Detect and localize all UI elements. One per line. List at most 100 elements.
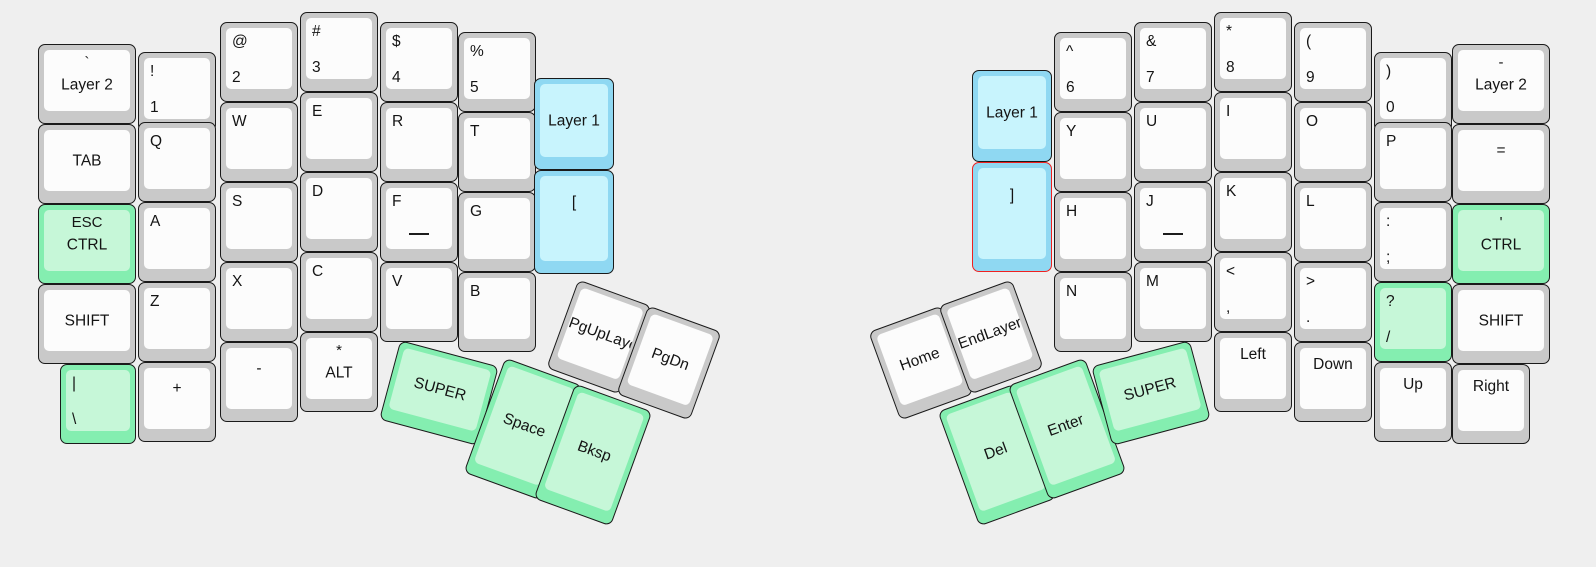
key-j[interactable]: J (1134, 182, 1212, 262)
legend-primary: W (232, 113, 247, 130)
legend-secondary: * (336, 342, 342, 359)
key-comma[interactable]: <, (1214, 252, 1292, 332)
legend-shifted: % (470, 43, 484, 60)
key-5[interactable]: %5 (458, 32, 536, 112)
legend-shifted: ? (1386, 293, 1395, 310)
key-tab[interactable]: TAB (38, 124, 136, 204)
key-v[interactable]: V (380, 262, 458, 342)
key-pipe-backslash[interactable]: |\ (60, 364, 136, 444)
key-minus-layer2[interactable]: -Layer 2 (1452, 44, 1550, 124)
key-left[interactable]: Left (1214, 332, 1292, 412)
legend-primary: ALT (325, 364, 353, 382)
key-m[interactable]: M (1134, 262, 1212, 342)
key-t[interactable]: T (458, 112, 536, 192)
key-w[interactable]: W (220, 102, 298, 182)
key-grave-layer2[interactable]: `Layer 2 (38, 44, 136, 124)
key-slash[interactable]: ?/ (1374, 282, 1452, 362)
key-l[interactable]: L (1294, 182, 1372, 262)
key-h[interactable]: H (1054, 192, 1132, 272)
key-alt[interactable]: * ALT (300, 332, 378, 412)
keycap-face: :; (1380, 208, 1446, 269)
key-g[interactable]: G (458, 192, 536, 272)
legend-secondary: ` (84, 54, 90, 71)
key-x[interactable]: X (220, 262, 298, 342)
keycap-face: <, (1220, 258, 1286, 319)
keycap-face: Layer 1 (978, 76, 1046, 149)
key-super-right[interactable]: SUPER (1091, 340, 1211, 446)
homing-bar-indicator (409, 233, 429, 235)
legend-primary: E (312, 103, 323, 120)
key-bracket-right[interactable]: ] (972, 162, 1052, 272)
key-3[interactable]: #3 (300, 12, 378, 92)
key-minus[interactable]: - (220, 342, 298, 422)
key-equals[interactable]: = (1452, 124, 1550, 204)
legend-primary: SUPER (1121, 373, 1178, 405)
key-0[interactable]: )0 (1374, 52, 1452, 132)
legend-primary: Right (1472, 378, 1510, 395)
key-e[interactable]: E (300, 92, 378, 172)
legend-shifted: ( (1306, 33, 1312, 50)
legend-shifted: ) (1386, 63, 1392, 80)
keycap-face: %5 (464, 38, 530, 99)
key-quote-ctrl[interactable]: 'CTRL (1452, 204, 1550, 284)
key-layer1-left[interactable]: Layer 1 (534, 78, 614, 170)
key-f[interactable]: F (380, 182, 458, 262)
keycap-face: O (1300, 108, 1366, 169)
legend-secondary: - (1498, 54, 1504, 71)
key-i[interactable]: I (1214, 92, 1292, 172)
legend-primary: N (1066, 283, 1078, 300)
key-r[interactable]: R (380, 102, 458, 182)
legend-primary: ] (1009, 187, 1015, 205)
key-7[interactable]: &7 (1134, 22, 1212, 102)
key-1[interactable]: !1 (138, 52, 216, 132)
key-u[interactable]: U (1134, 102, 1212, 182)
keycap-face: TAB (44, 130, 130, 191)
key-shift-right[interactable]: SHIFT (1452, 284, 1550, 364)
legend-primary: 0 (1386, 99, 1395, 116)
keycap-face: E (306, 98, 372, 159)
key-shift-left[interactable]: SHIFT (38, 284, 136, 364)
keycap-face: F (386, 188, 452, 249)
key-9[interactable]: (9 (1294, 22, 1372, 102)
key-up[interactable]: Up (1374, 362, 1452, 442)
key-period[interactable]: >. (1294, 262, 1372, 342)
key-b[interactable]: B (458, 272, 536, 352)
keycap-face: $4 (386, 28, 452, 89)
key-layer1-right[interactable]: Layer 1 (972, 70, 1052, 162)
key-y[interactable]: Y (1054, 112, 1132, 192)
key-a[interactable]: A (138, 202, 216, 282)
legend-primary: O (1306, 113, 1319, 130)
keycap-face: L (1300, 188, 1366, 249)
key-semicolon[interactable]: :; (1374, 202, 1452, 282)
key-4[interactable]: $4 (380, 22, 458, 102)
key-n[interactable]: N (1054, 272, 1132, 352)
key-right[interactable]: Right (1452, 364, 1530, 444)
key-2[interactable]: @2 (220, 22, 298, 102)
key-p[interactable]: P (1374, 122, 1452, 202)
keycap-face: -Layer 2 (1458, 50, 1544, 111)
key-s[interactable]: S (220, 182, 298, 262)
key-o[interactable]: O (1294, 102, 1372, 182)
keycap-face: |\ (66, 370, 130, 431)
key-d[interactable]: D (300, 172, 378, 252)
key-plus[interactable]: + (138, 362, 216, 442)
key-down[interactable]: Down (1294, 342, 1372, 422)
keycap-face: Q (144, 128, 210, 189)
key-bracket-left[interactable]: [ (534, 170, 614, 274)
key-6[interactable]: ^6 (1054, 32, 1132, 112)
key-k[interactable]: K (1214, 172, 1292, 252)
keycap-face: * ALT (306, 338, 372, 399)
legend-primary: CTRL (1480, 236, 1522, 254)
key-8[interactable]: *8 (1214, 12, 1292, 92)
legend-primary: 6 (1066, 79, 1075, 96)
legend-primary: Q (150, 133, 163, 150)
legend-primary: \ (72, 411, 77, 428)
key-q[interactable]: Q (138, 122, 216, 202)
legend-primary: 2 (232, 69, 241, 86)
key-c[interactable]: C (300, 252, 378, 332)
legend-primary: 8 (1226, 59, 1235, 76)
key-z[interactable]: Z (138, 282, 216, 362)
